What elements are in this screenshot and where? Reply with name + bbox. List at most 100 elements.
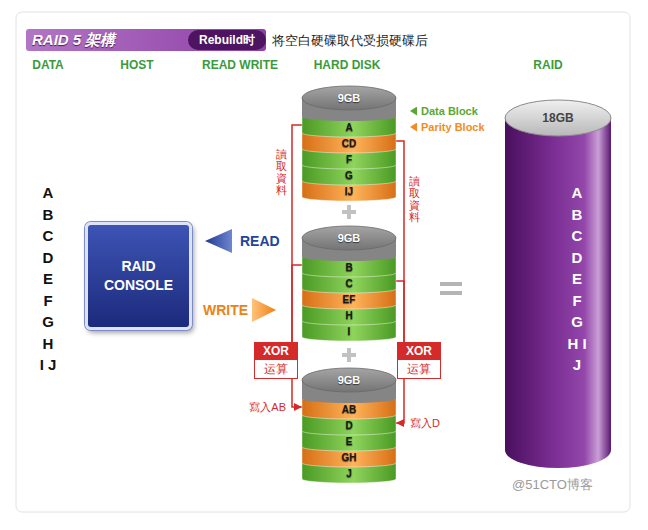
legend-swatch <box>410 123 417 132</box>
raid-cylinder-body <box>505 118 611 468</box>
watermark: @51CTO博客 <box>512 476 593 494</box>
hard-disk-cylinder: 9GB BCEFHI <box>302 225 396 343</box>
raid-cylinder-top <box>505 100 611 136</box>
disk-block-band: A <box>302 117 396 133</box>
disk-block-band: H <box>302 305 396 321</box>
label-slot: 讀取資料 <box>276 148 287 196</box>
raid-console-box: RAID CONSOLE <box>85 222 192 330</box>
equals-sign <box>440 291 462 295</box>
block-label: F <box>302 149 396 165</box>
disk-block-band: EF <box>302 289 396 305</box>
subtitle: 将空白硬碟取代受损硬碟后 <box>272 32 428 50</box>
disk-capacity: 9GB <box>302 367 396 393</box>
raid-cylinder-shape <box>505 100 611 468</box>
disk-block-band: CD <box>302 133 396 149</box>
legend-swatch <box>410 107 417 116</box>
xor-label: XOR <box>398 343 440 360</box>
xor-data-line <box>292 379 302 407</box>
write-label: WRITE <box>203 301 248 319</box>
label-slot: HARD DISK <box>314 57 381 73</box>
legend-item: Parity Block <box>410 120 485 134</box>
block-label: IJ <box>302 181 396 197</box>
xor-label: XOR <box>255 343 297 360</box>
disk-block-band: GH <box>302 447 396 463</box>
disk-capacity: 9GB <box>302 225 396 251</box>
disk-block-band: C <box>302 273 396 289</box>
block-label: C <box>302 273 396 289</box>
disk-block-band: F <box>302 149 396 165</box>
column-header: READ WRITE <box>202 57 278 73</box>
label-slot: 将空白硬碟取代受损硬碟后 <box>272 32 428 50</box>
xor-label: 运算 <box>398 360 440 378</box>
read-data-note: 讀取資料 <box>409 175 420 223</box>
block-label: J <box>302 463 396 479</box>
disk-block-band: AB <box>302 399 396 415</box>
edge-label-slot: 寫入D <box>409 416 441 430</box>
column-header: RAID <box>533 57 562 73</box>
block-label: CD <box>302 133 396 149</box>
label-slot: READ <box>240 232 280 250</box>
block-label: AB <box>302 399 396 415</box>
hard-disk-cylinder: 9GB ACDFGIJ <box>302 85 396 203</box>
block-label: A <box>302 117 396 133</box>
label-slot: 讀取資料 <box>409 175 420 223</box>
label-slot: RAID <box>533 57 562 73</box>
column-header: DATA <box>32 57 64 73</box>
column-header: HARD DISK <box>314 57 381 73</box>
block-label: E <box>302 431 396 447</box>
read-arrow <box>205 229 232 253</box>
plus-sign <box>347 205 351 219</box>
disk-cap-top <box>302 86 396 110</box>
block-label: D <box>302 415 396 431</box>
read-data-note: 讀取資料 <box>276 148 287 196</box>
disk-block-band: B <box>302 257 396 273</box>
disk-capacity: 9GB <box>302 85 396 111</box>
xor-data-line <box>396 141 404 342</box>
hard-disk-cylinder: 9GB ABDEGHJ <box>302 367 396 485</box>
label-slot: HOST <box>120 57 153 73</box>
disk-block-band: IJ <box>302 181 396 197</box>
xor-data-line <box>396 281 404 342</box>
label-slot: @51CTO博客 <box>512 476 593 494</box>
block-label: G <box>302 165 396 181</box>
label-slot: DATA <box>32 57 64 73</box>
legend-text: Data Block <box>421 104 478 118</box>
legend-item: Data Block <box>410 104 478 118</box>
raid-label: 18GB <box>505 110 611 126</box>
block-label: B <box>302 257 396 273</box>
equals-sign <box>440 282 462 286</box>
xor-operation-box: XOR运算 <box>254 342 298 379</box>
title-pill <box>188 30 266 50</box>
disk-block-band: I <box>302 321 396 337</box>
read-label: READ <box>240 232 280 250</box>
xor-label: 运算 <box>255 360 297 378</box>
xor-data-line <box>292 265 302 342</box>
block-label: EF <box>302 289 396 305</box>
column-header: HOST <box>120 57 153 73</box>
xor-data-line <box>292 125 302 342</box>
disk-block-band: J <box>302 463 396 479</box>
disk-cap-top <box>302 226 396 250</box>
title-slot: RAID 5 架構 <box>32 30 115 50</box>
plus-sign <box>347 348 351 362</box>
console-label: RAID CONSOLE <box>99 257 179 295</box>
write-arrow <box>252 298 276 322</box>
diagram-title: RAID 5 架構 <box>32 30 115 50</box>
write-label: 寫入D <box>409 416 441 430</box>
raid-volume-cylinder: 18GB A B C D E F G H I J <box>505 100 611 468</box>
title-banner <box>26 29 266 51</box>
label-slot: WRITE <box>203 301 248 319</box>
write-label: 寫入AB <box>248 400 287 414</box>
legend-text: Parity Block <box>421 120 485 134</box>
block-label: GH <box>302 447 396 463</box>
raid-label: A B C D E F G H I J <box>567 182 587 376</box>
label-slot: A B C D E F G H I J <box>39 182 57 376</box>
xor-operation-box: XOR运算 <box>397 342 441 379</box>
rebuild-tag: Rebuild时 <box>199 31 255 49</box>
card-frame <box>16 12 630 512</box>
disk-block-band: G <box>302 165 396 181</box>
disk-block-band: E <box>302 431 396 447</box>
edge-label-slot: 寫入AB <box>248 400 287 414</box>
label-slot: Rebuild时 <box>199 31 255 49</box>
label-slot: READ WRITE <box>202 57 278 73</box>
